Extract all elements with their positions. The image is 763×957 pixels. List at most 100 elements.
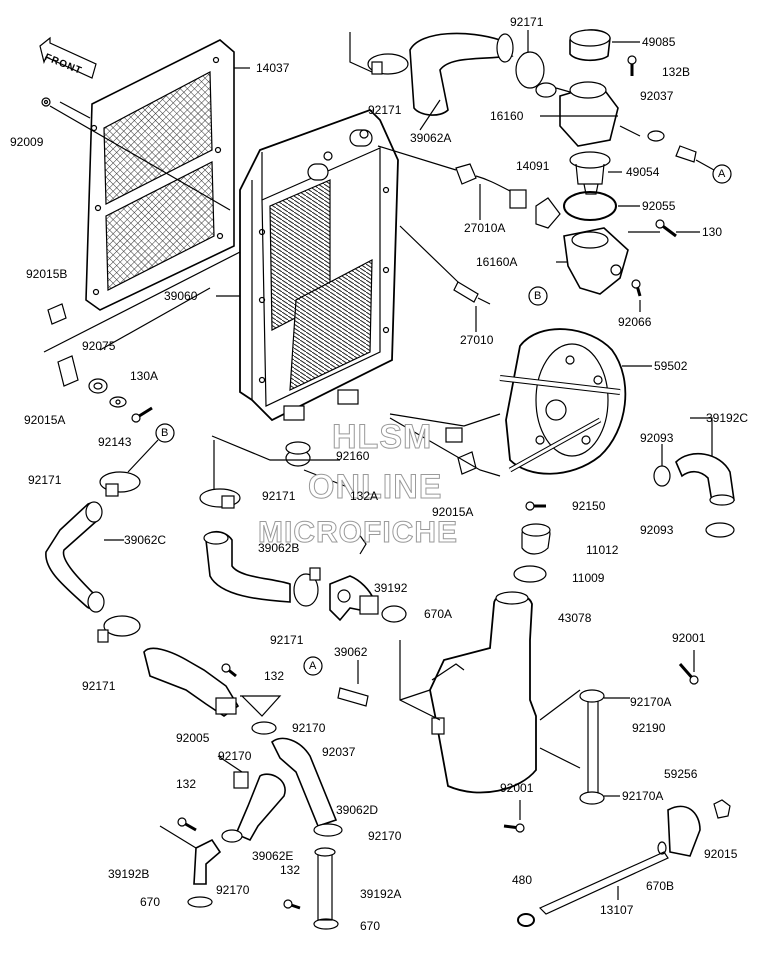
bolt-132-c	[283, 899, 301, 910]
fan-shroud-59502	[499, 328, 627, 475]
clamp-92170-c	[313, 823, 343, 837]
label-39062B: 39062B	[258, 541, 300, 555]
thermostat-housing-16160A	[563, 227, 629, 295]
label-92170-b: 92170	[218, 749, 252, 763]
label-92015A-center: 92015A	[432, 505, 474, 519]
sensor-27010	[453, 281, 491, 305]
clamp-92170-a	[251, 721, 277, 735]
oring-670A	[381, 605, 407, 623]
ref-letter-A-2: A	[309, 660, 317, 672]
label-92015A-left: 92015A	[24, 413, 66, 427]
label-27010A: 27010A	[464, 221, 506, 235]
bolt-132-b	[177, 817, 197, 832]
label-92170-d: 92170	[216, 883, 250, 897]
label-670-b: 670	[360, 919, 381, 933]
label-39062D: 39062D	[336, 803, 379, 817]
clamp-92170-b	[233, 771, 249, 789]
bolt-92066	[631, 279, 642, 297]
bolt-92001-bottom	[503, 823, 525, 833]
bolt-92150	[525, 501, 546, 511]
thermostat-49054	[569, 151, 611, 195]
bolt-130A	[131, 406, 153, 423]
clamp-92170A-bottom	[579, 791, 605, 805]
elbow-hose-39192C	[675, 453, 735, 506]
ref-marker-B-2	[155, 423, 175, 443]
label-92170-c: 92170	[368, 829, 402, 843]
label-92143: 92143	[98, 435, 132, 449]
clamp-92171-right	[515, 51, 545, 89]
watermark-line3: MICROFICHE	[258, 516, 458, 550]
label-39192A: 39192A	[360, 887, 402, 901]
label-13107: 13107	[600, 903, 634, 917]
oring-670B	[657, 841, 667, 855]
clamp-92171-low	[97, 615, 141, 643]
pipe-39062	[337, 687, 369, 707]
bolt-132B	[627, 55, 637, 76]
label-670A: 670A	[424, 607, 453, 621]
label-92171-f: 92171	[270, 633, 304, 647]
label-92171-g: 92171	[82, 679, 116, 693]
reservoir-tank-43078	[429, 591, 537, 794]
label-92171-c: 92171	[510, 15, 544, 29]
label-39062C: 39062C	[124, 533, 167, 547]
label-39062A: 39062A	[410, 131, 452, 145]
label-92150: 92150	[572, 499, 606, 513]
label-92170-a: 92170	[292, 721, 326, 735]
label-132-c: 132	[280, 863, 301, 877]
label-27010: 27010	[460, 333, 494, 347]
label-39060: 39060	[164, 289, 198, 303]
clamp-92170A-top	[579, 689, 605, 703]
label-92170A-b: 92170A	[622, 789, 664, 803]
ref-letter-A-1: A	[718, 168, 726, 180]
hose-39062A	[409, 32, 514, 116]
label-39192: 39192	[374, 581, 408, 595]
label-59256: 59256	[664, 767, 698, 781]
elbow-39192B	[193, 838, 222, 885]
label-92037-a: 92037	[640, 89, 674, 103]
label-92066: 92066	[618, 315, 652, 329]
label-92015B: 92015B	[26, 267, 68, 281]
elbow-39192	[329, 575, 379, 622]
hose-92005	[143, 647, 240, 717]
hose-39062E	[234, 773, 286, 842]
ref-marker-B-1	[528, 286, 548, 306]
label-92093-b: 92093	[640, 523, 674, 537]
label-92160: 92160	[336, 449, 370, 463]
radiator-cap-49085	[569, 29, 611, 62]
cap-11012	[521, 523, 551, 555]
label-92037-b: 92037	[322, 745, 356, 759]
label-92005: 92005	[176, 731, 210, 745]
label-92171-b: 92171	[368, 103, 402, 117]
gasket-11009	[513, 565, 547, 583]
label-39192C: 39192C	[706, 411, 749, 425]
ref-letter-B-1: B	[534, 290, 542, 302]
grommet-92075	[88, 378, 108, 394]
clamp-92171-center	[199, 488, 241, 509]
label-11012: 11012	[586, 543, 619, 557]
bolt-130	[655, 219, 677, 238]
ref-letter-B-2: B	[161, 427, 169, 439]
radiator-screen-14037	[85, 39, 235, 311]
oring-670-b	[187, 896, 213, 908]
label-670-a: 670	[140, 895, 161, 909]
label-92055: 92055	[642, 199, 676, 213]
label-132A: 132A	[350, 489, 379, 503]
label-49054: 49054	[626, 165, 660, 179]
ref-marker-A-1	[712, 164, 732, 184]
label-92001-b: 92001	[500, 781, 534, 795]
oring-670-a	[313, 918, 339, 930]
clamp-92171-mid	[293, 567, 321, 607]
bolt-92009	[41, 97, 51, 107]
pump-shaft-13107	[538, 851, 669, 915]
label-59502: 59502	[654, 359, 688, 373]
label-132-b: 132	[176, 777, 197, 791]
label-14037: 14037	[256, 61, 290, 75]
washer-92143	[109, 396, 127, 408]
label-92075: 92075	[82, 339, 116, 353]
label-39192B: 39192B	[108, 867, 150, 881]
label-39062E: 39062E	[252, 849, 294, 863]
cap-14091	[535, 197, 561, 229]
thermostat-cover-16160	[535, 81, 619, 147]
gasket-92055	[563, 191, 617, 221]
